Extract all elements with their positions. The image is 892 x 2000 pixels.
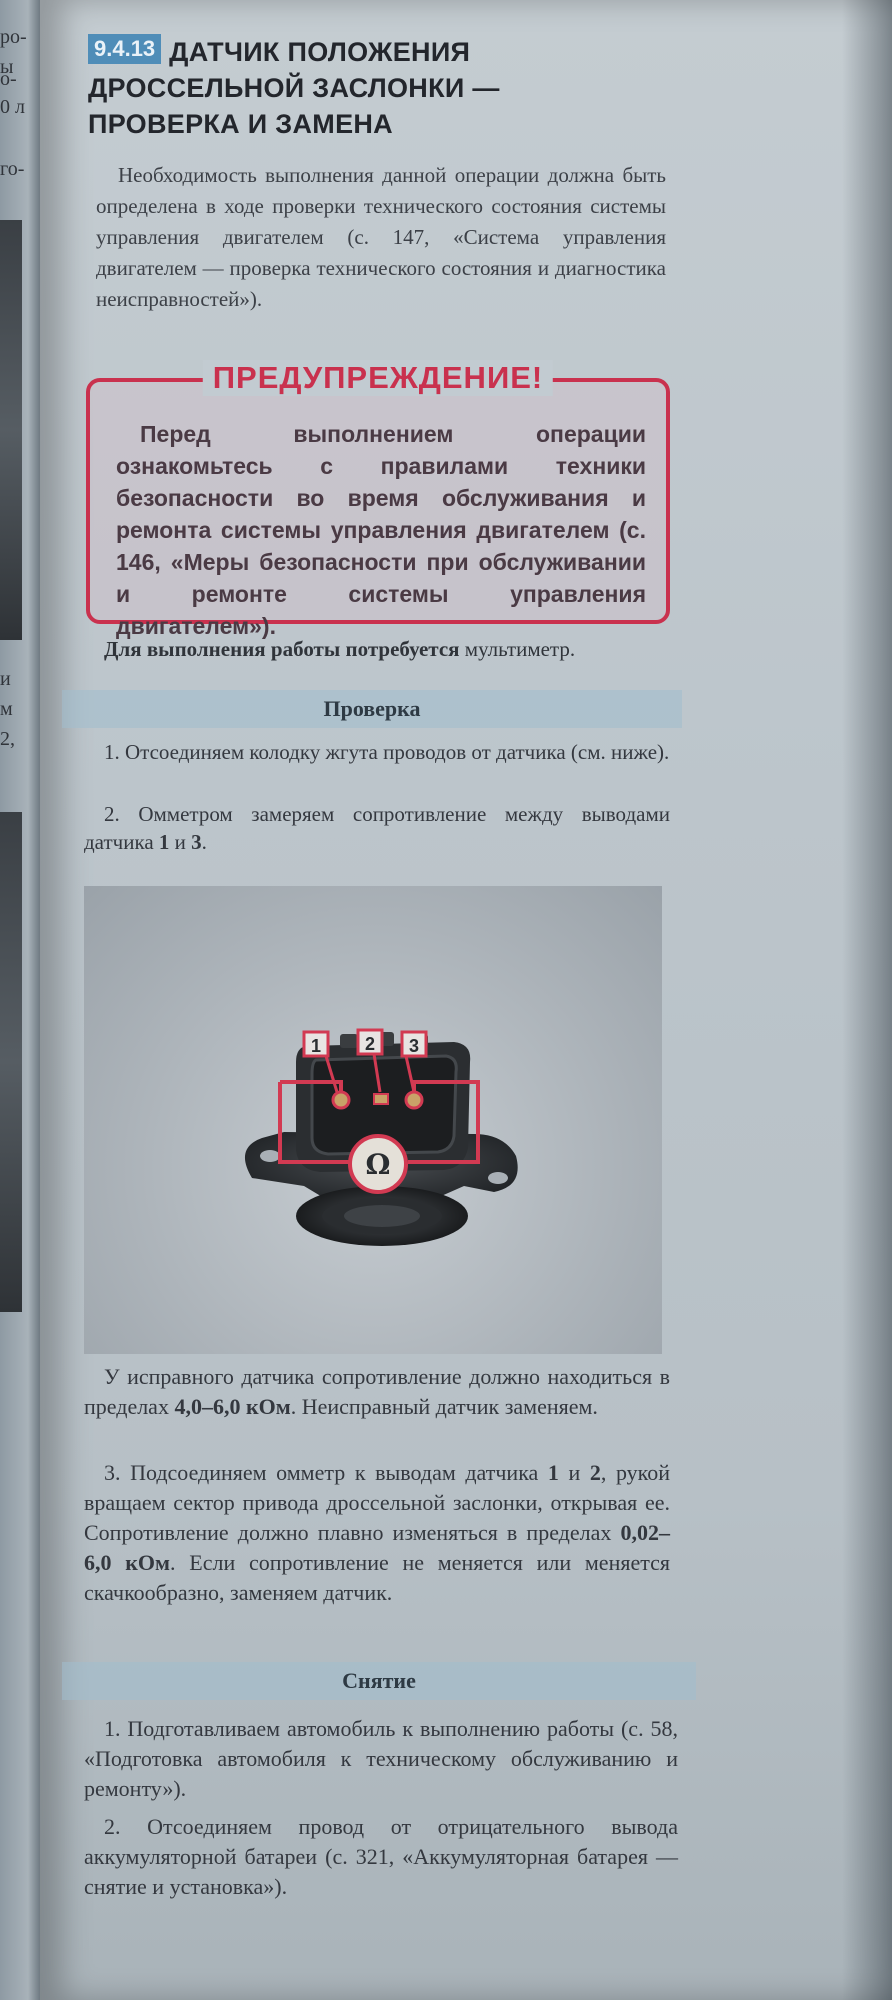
left-text-fragment: 0 л <box>0 96 25 118</box>
pin-ref: 1 <box>158 830 170 854</box>
left-page-photo <box>0 220 22 640</box>
check-step-2: 2. Омметром замеряем сопротивление между… <box>84 800 670 856</box>
check-heading: Проверка <box>62 690 682 728</box>
pin-ref: 2 <box>589 1460 601 1485</box>
left-text-fragment: м <box>0 698 13 720</box>
meter-lead <box>280 1080 343 1092</box>
left-text-fragment: 2, <box>0 728 15 750</box>
pin-ref: 3 <box>191 830 202 854</box>
pin-label-3: 3 <box>409 1036 419 1056</box>
ohmmeter-icon <box>348 1134 408 1194</box>
check-result: У исправного датчика сопротивление должн… <box>84 1362 670 1422</box>
text-run: 2. Омметром замеряем сопротивление между… <box>84 802 670 854</box>
resistance-range: 0,02–6,0 кОм <box>84 1520 670 1575</box>
left-text-fragment: ы <box>0 56 14 78</box>
ohm-symbol: Ω <box>366 1148 391 1181</box>
meter-lead <box>278 1082 350 1164</box>
text-run: и <box>169 830 192 854</box>
pin-1-marker <box>331 1090 351 1110</box>
section-number-badge: 9.4.13 <box>88 34 162 64</box>
left-text-fragment: го- <box>0 158 25 180</box>
sensor-illustration: 1 2 3 Ω <box>244 1028 518 1246</box>
warning-text: Перед выполнением операции ознакомьтесь … <box>116 421 646 639</box>
pin-2-marker <box>373 1093 389 1105</box>
left-page-edge: ро- ы о- 0 л го- и м 2, <box>0 0 40 2000</box>
intro-paragraph: Необходимость выполнения данной операции… <box>96 163 666 311</box>
resistance-range: 4,0–6,0 кОм <box>174 1394 291 1419</box>
left-text-fragment: о- <box>0 68 17 90</box>
section-title: ДАТЧИК ПОЛОЖЕНИЯ ДРОССЕЛЬНОЙ ЗАСЛОНКИ — … <box>88 37 500 139</box>
text-run: У исправного датчика сопротивление должн… <box>84 1364 670 1419</box>
text-run: и <box>558 1460 590 1485</box>
left-page-photo <box>0 812 22 1312</box>
sensor-photo: 1 2 3 Ω <box>84 886 662 1354</box>
pin-3-marker <box>404 1090 424 1110</box>
removal-heading: Снятие <box>62 1662 696 1700</box>
pin-ref: 1 <box>547 1460 559 1485</box>
tools-label: Для выполнения работы потребуется <box>104 637 460 661</box>
text-run: . Если сопротивление не меняется или мен… <box>84 1550 670 1605</box>
warning-title: ПРЕДУПРЕЖДЕНИЕ! <box>202 360 554 396</box>
removal-step-2: 2. Отсоединяем провод от отрицательного … <box>84 1814 678 1899</box>
text-run: , рукой вращаем сектор привода дроссельн… <box>84 1460 671 1545</box>
pin-label-1: 1 <box>311 1036 321 1056</box>
text-run: . <box>201 830 207 854</box>
check-step-3: 3. Подсоединяем омметр к выводам датчика… <box>84 1458 670 1608</box>
meter-lead <box>408 1080 480 1164</box>
warning-box: ПРЕДУПРЕЖДЕНИЕ! Перед выполнением операц… <box>86 360 670 639</box>
text-run: 3. Подсоединяем омметр к выводам датчика <box>104 1460 548 1485</box>
left-text-fragment: ро- <box>0 26 27 48</box>
left-text-fragment: и <box>0 668 11 690</box>
pin-label-2: 2 <box>365 1034 375 1054</box>
check-step-1: 1. Отсоединяем колодку жгута проводов от… <box>104 740 670 764</box>
tools-list: мультиметр. <box>459 637 576 661</box>
text-run: . Неисправный датчик заменяем. <box>290 1394 598 1419</box>
removal-step-1: 1. Подготавливаем автомобиль к выполнени… <box>84 1716 678 1801</box>
tools-required: Для выполнения работы потребуется мульти… <box>104 634 684 664</box>
